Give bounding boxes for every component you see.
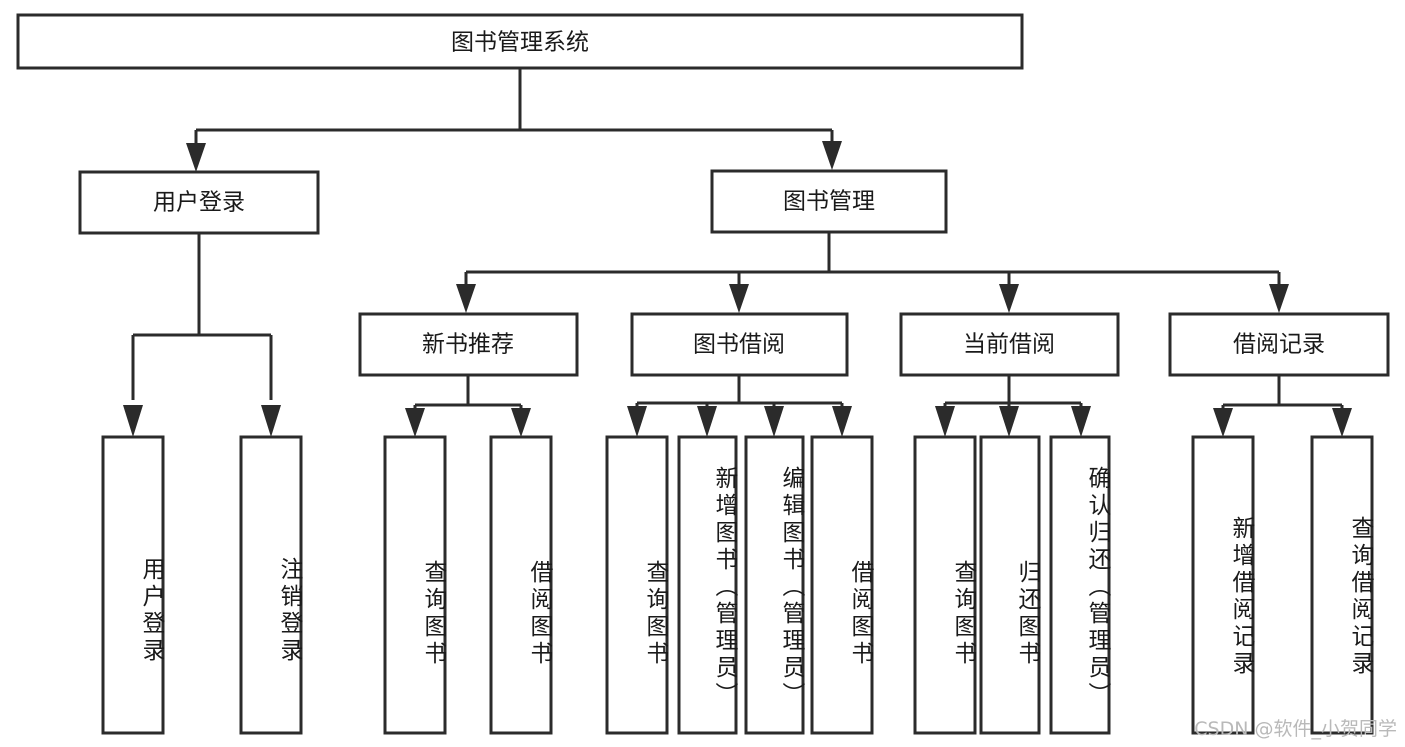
arrow-to-new-book-rec (456, 284, 476, 313)
leaf-query-record-box[interactable] (1310, 435, 1374, 735)
node-borrow-record-label: 借阅记录 (1233, 332, 1325, 358)
leaf-edit-book-box[interactable] (744, 435, 805, 735)
connector-borrowrecord-to-bus (1221, 375, 1344, 414)
arrow-to-leaf-confirm-return (1071, 406, 1091, 437)
node-book-borrow-label: 图书借阅 (693, 332, 785, 358)
leaf-boxes (101, 435, 1374, 735)
node-root-box[interactable] (16, 13, 1024, 70)
leaf-confirm-return-box[interactable] (1049, 435, 1111, 735)
node-new-book-rec-label: 新书推荐 (422, 332, 514, 358)
arrow-to-leaf-query-book-2 (627, 406, 647, 437)
leaf-user-login-box[interactable] (101, 435, 165, 735)
leaf-add-book-box[interactable] (677, 435, 738, 735)
arrow-to-user-login (186, 143, 206, 172)
arrow-to-leaf-add-book (697, 406, 717, 437)
leaf-user-logout-box[interactable] (239, 435, 303, 735)
connector-userlogin-to-bus (131, 233, 273, 400)
node-borrow-record[interactable]: 借阅记录 (1168, 312, 1390, 377)
leaf-query-book-2-box[interactable] (605, 435, 669, 735)
leaf-query-book-3-box[interactable] (913, 435, 977, 735)
leaf-add-record-box[interactable] (1191, 435, 1255, 735)
leaf-return-book-box[interactable] (979, 435, 1041, 735)
node-root[interactable]: 图书管理系统 (16, 13, 1024, 70)
connector-newbook-to-bus (413, 375, 523, 414)
node-book-manage[interactable]: 图书管理 (710, 169, 948, 234)
connector-group (123, 68, 1352, 437)
arrow-to-borrow-record (1269, 284, 1289, 313)
leaf-borrow-book-2-box[interactable] (810, 435, 874, 735)
node-book-borrow-box[interactable] (630, 312, 849, 377)
node-new-book-rec[interactable]: 新书推荐 (358, 312, 579, 377)
arrow-to-leaf-query-record (1332, 408, 1352, 437)
arrow-to-leaf-add-record (1213, 408, 1233, 437)
node-user-login[interactable]: 用户登录 (78, 170, 320, 235)
node-new-book-rec-box[interactable] (358, 312, 579, 377)
connector-bookmanage-to-bus (464, 232, 1281, 290)
arrow-to-leaf-edit-book (764, 406, 784, 437)
arrow-to-leaf-borrow-book-2 (832, 406, 852, 437)
node-book-borrow[interactable]: 图书借阅 (630, 312, 849, 377)
arrow-to-leaf-borrow-book-1 (511, 408, 531, 437)
connector-bookborrow-to-bus (635, 375, 844, 412)
arrow-to-leaf-query-book-1 (405, 408, 425, 437)
node-borrow-record-box[interactable] (1168, 312, 1390, 377)
node-user-login-label: 用户登录 (153, 190, 245, 216)
node-current-borrow-label: 当前借阅 (963, 332, 1055, 358)
csdn-watermark: CSDN @软件_小贺同学 (1194, 718, 1397, 740)
leaf-borrow-book-1-box[interactable] (489, 435, 553, 735)
node-root-label: 图书管理系统 (451, 30, 589, 56)
connector-root-to-bus (194, 68, 834, 148)
node-book-manage-label: 图书管理 (783, 189, 875, 215)
arrow-to-leaf-user-login (123, 405, 143, 437)
node-current-borrow[interactable]: 当前借阅 (899, 312, 1120, 377)
arrow-to-book-borrow (729, 284, 749, 313)
arrow-to-leaf-return-book (999, 406, 1019, 437)
arrow-to-leaf-query-book-3 (935, 406, 955, 437)
node-book-manage-box[interactable] (710, 169, 948, 234)
arrow-to-current-borrow (999, 284, 1019, 313)
arrow-to-book-manage (822, 141, 842, 170)
arrow-to-leaf-user-logout (261, 405, 281, 437)
leaf-query-book-1-box[interactable] (383, 435, 447, 735)
node-current-borrow-box[interactable] (899, 312, 1120, 377)
node-user-login-box[interactable] (78, 170, 320, 235)
